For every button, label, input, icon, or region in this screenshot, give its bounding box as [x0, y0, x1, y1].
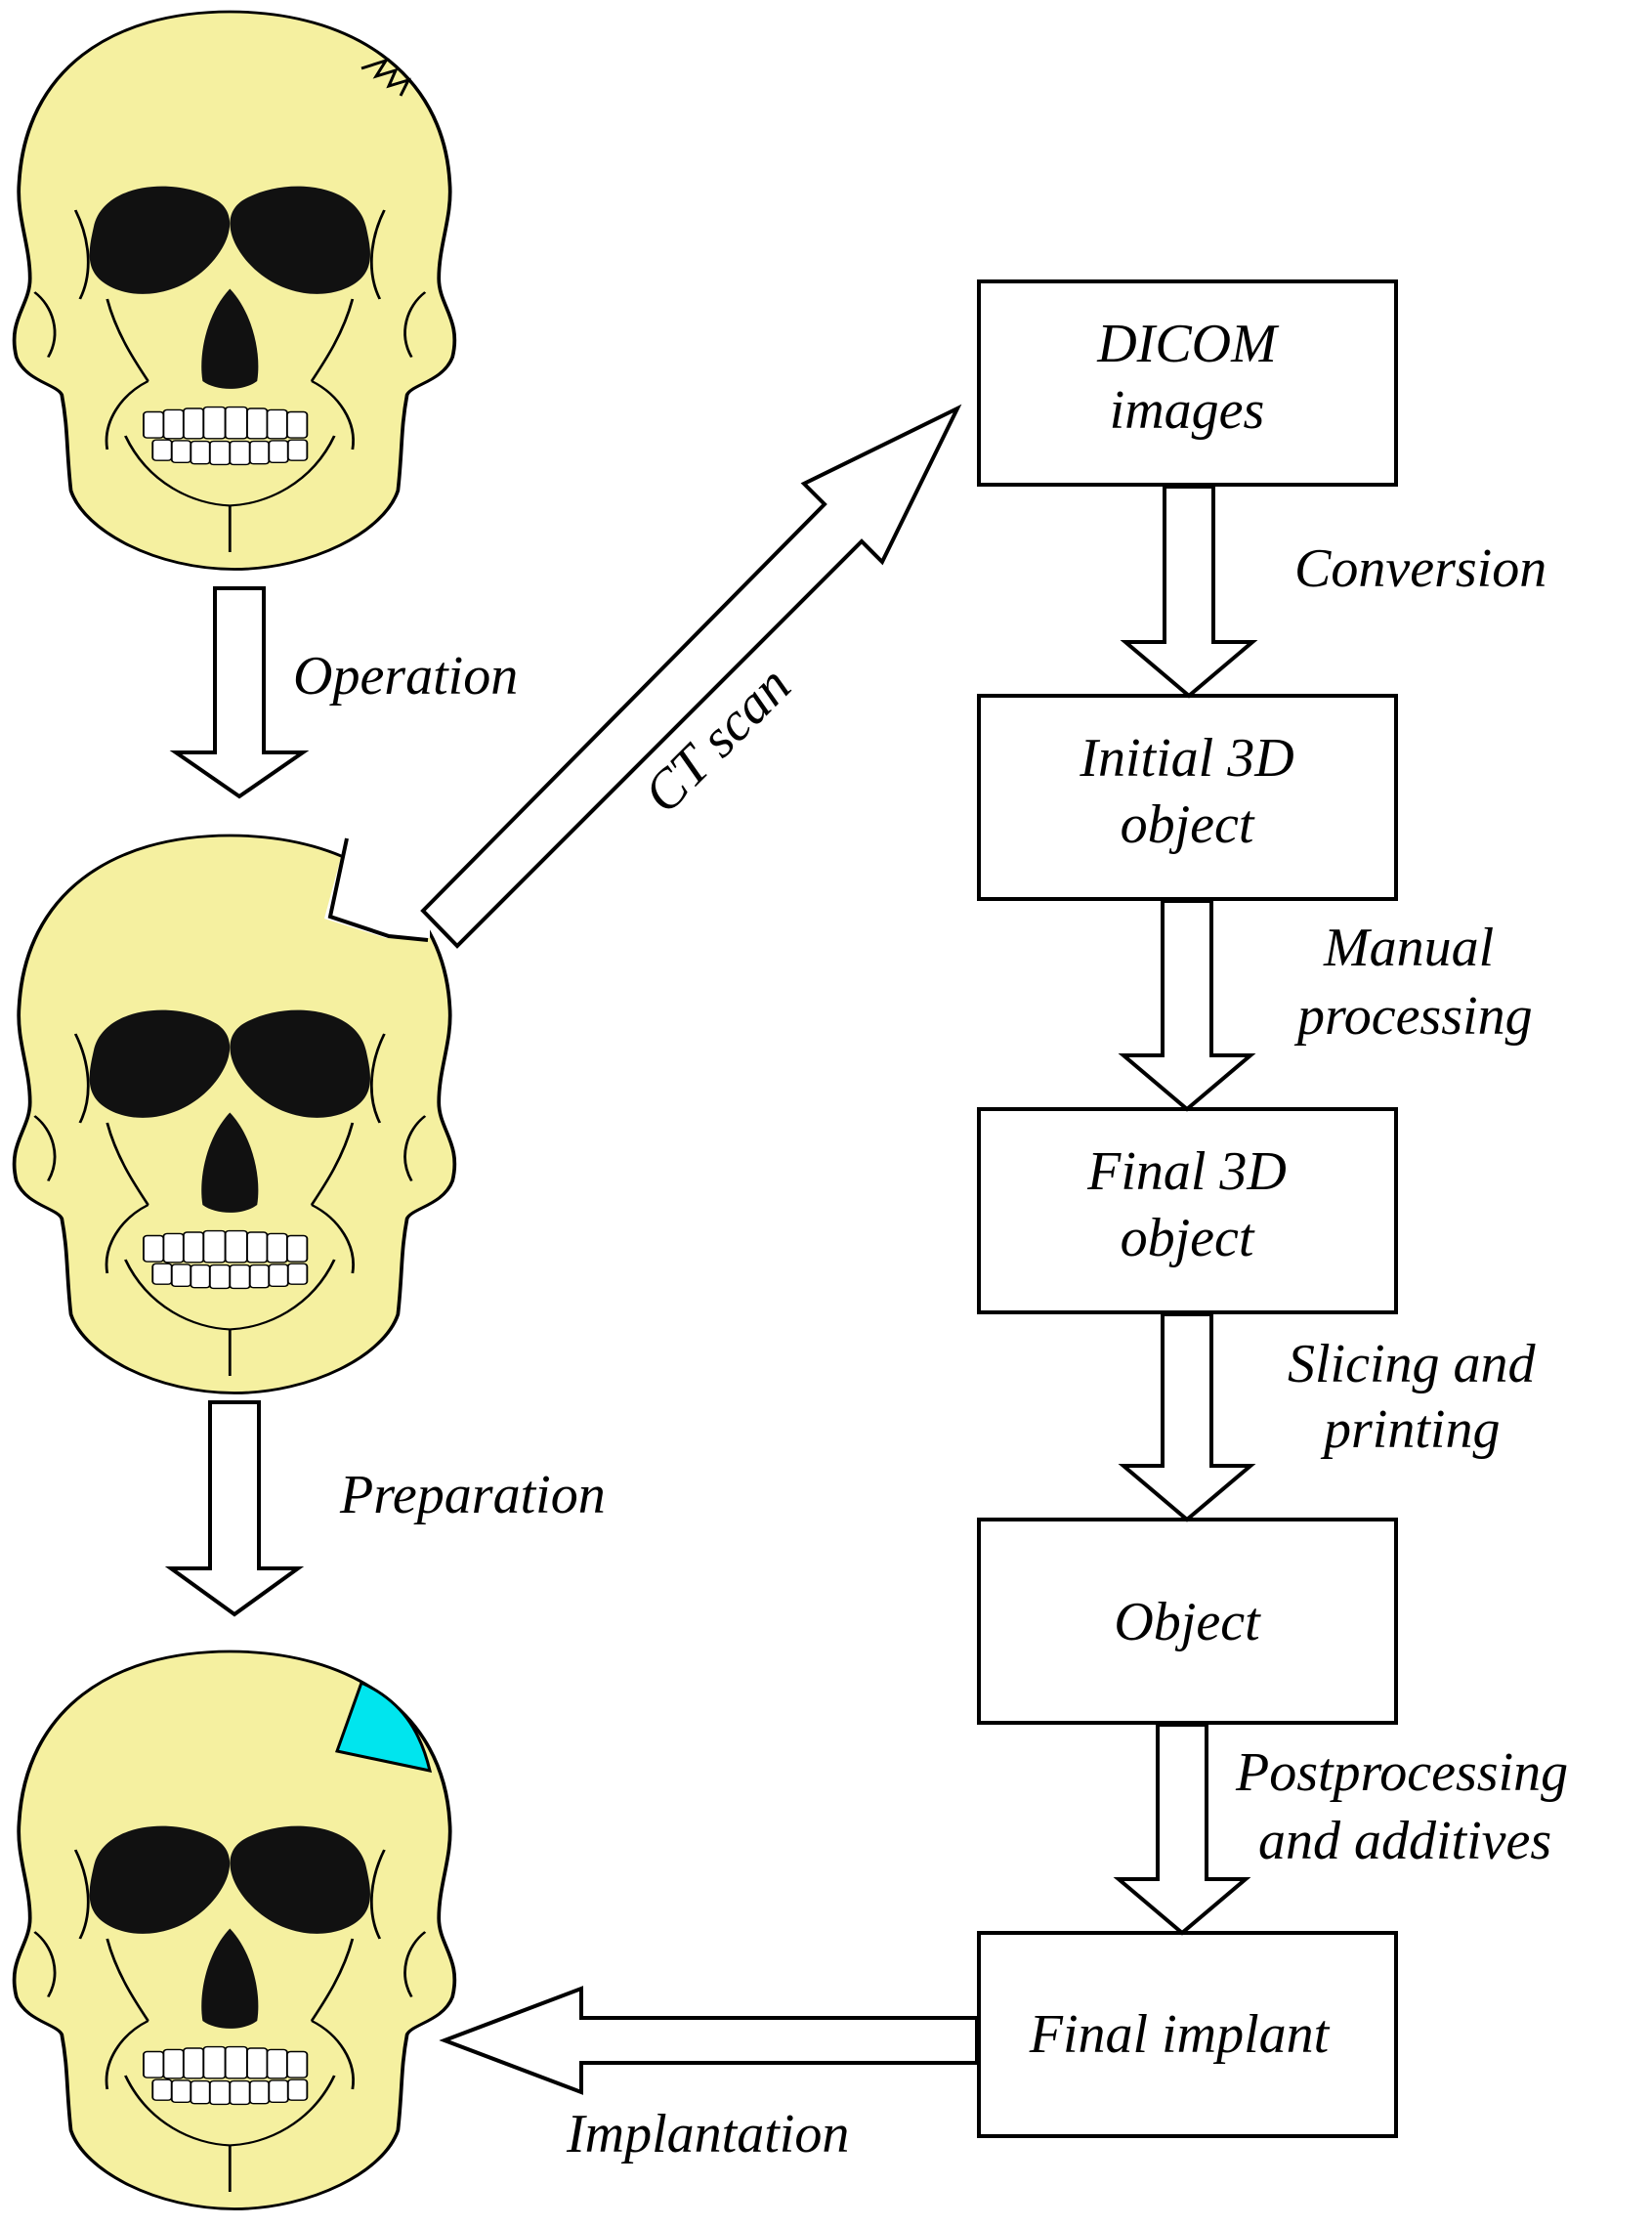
ct-scan-arrow — [420, 404, 962, 949]
manual-processing-arrow — [1118, 899, 1256, 1112]
dicom-label-line1: DICOM — [1096, 314, 1280, 374]
object-label: Object — [1114, 1592, 1261, 1652]
initial-3d-label-line1: Initial 3D — [1079, 728, 1293, 789]
initial-3d-label-line2: object — [1121, 794, 1255, 855]
slicing-printing-arrow — [1118, 1312, 1256, 1522]
initial-3d-object-box — [977, 694, 1398, 901]
skull-with-fracture — [12, 10, 457, 572]
implantation-arrow — [439, 1986, 979, 2095]
preparation-label: Preparation — [339, 1465, 606, 1525]
skull-defect-notch — [324, 836, 430, 942]
dicom-images-box — [977, 279, 1398, 487]
slicing-printing-label-line1: Slicing and — [1288, 1334, 1537, 1394]
final-implant-label: Final implant — [1029, 2004, 1331, 2065]
implant-piece — [335, 1680, 433, 1773]
conversion-arrow — [1120, 485, 1258, 699]
postprocessing-label-line2: and additives — [1258, 1811, 1551, 1871]
manual-processing-label-line1: Manual — [1323, 918, 1494, 978]
preparation-arrow — [164, 1400, 305, 1617]
operation-arrow — [169, 586, 310, 799]
operation-label: Operation — [293, 646, 518, 707]
final-implant-box — [977, 1931, 1398, 2138]
postprocessing-label-line1: Postprocessing — [1235, 1742, 1568, 1803]
postprocessing-arrow — [1113, 1723, 1251, 1936]
slicing-printing-label-line2: printing — [1320, 1399, 1500, 1460]
manual-processing-label-line2: processing — [1293, 986, 1533, 1047]
implantation-label: Implantation — [566, 2104, 849, 2164]
object-box — [977, 1518, 1398, 1725]
conversion-label: Conversion — [1294, 538, 1546, 599]
dicom-label-line2: images — [1110, 380, 1265, 441]
final-3d-label-line1: Final 3D — [1086, 1141, 1287, 1202]
final-3d-object-box — [977, 1107, 1398, 1314]
final-3d-label-line2: object — [1121, 1208, 1255, 1268]
fracture-mark — [360, 58, 411, 97]
